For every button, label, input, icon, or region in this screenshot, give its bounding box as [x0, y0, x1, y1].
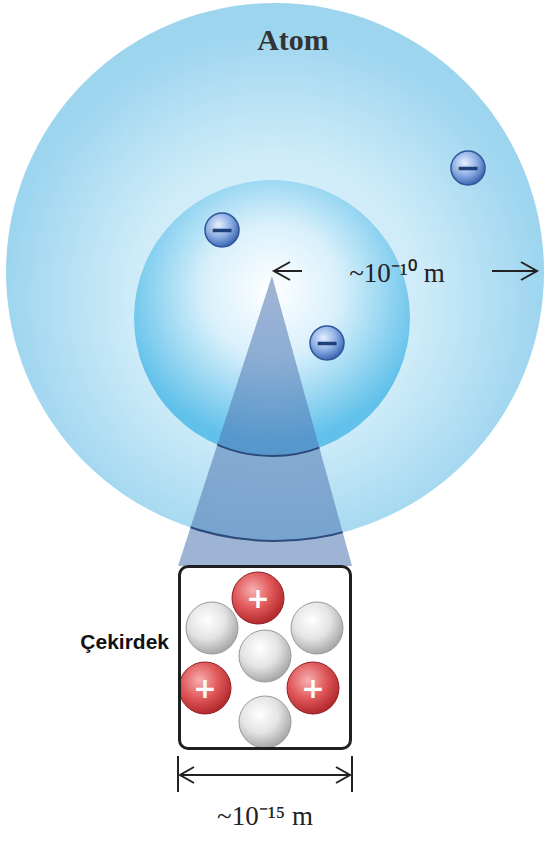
nucleus-dimension	[178, 756, 352, 792]
nucleons	[179, 572, 343, 748]
dimension-label: ~10⁻¹⁵ m	[217, 796, 313, 833]
charge-sign: +	[246, 582, 269, 615]
atom-title: Atom	[41, 23, 545, 57]
charge-sign: +	[193, 672, 216, 705]
dimension-label: ~10⁻¹⁰ m	[349, 253, 444, 290]
shell-edges	[6, 3, 544, 541]
zoom-cone	[178, 276, 352, 566]
atom-circle: Atom	[5, 3, 545, 541]
charge-sign: −	[314, 325, 339, 360]
charge-sign: +	[301, 672, 324, 705]
nucleus-heading: Çekirdek	[80, 630, 169, 654]
charge-sign: −	[209, 212, 234, 247]
nucleus-fill	[178, 565, 352, 750]
charge-sign: −	[455, 150, 480, 185]
